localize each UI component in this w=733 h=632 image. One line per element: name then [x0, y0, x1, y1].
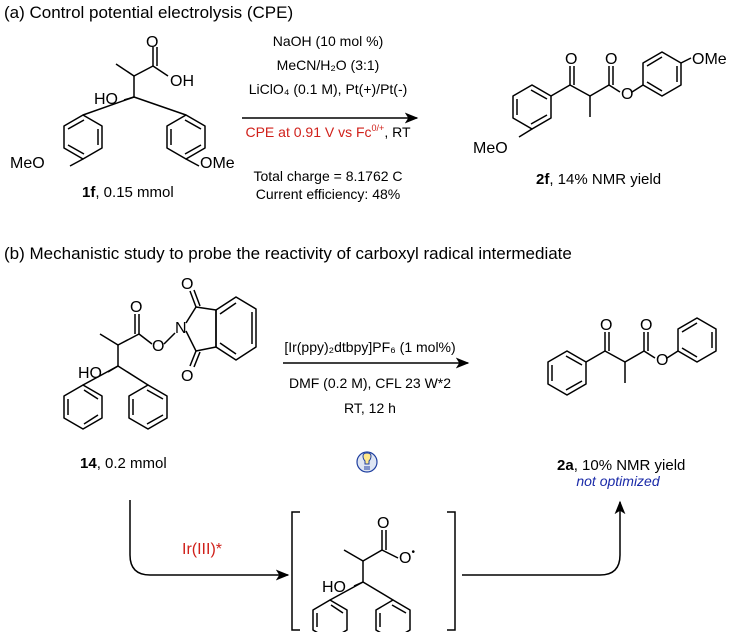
product-2a-label: 2a, 10% NMR yield: [557, 457, 685, 474]
condition-line-2: MeCN/H₂O (3:1): [277, 57, 380, 73]
reactant-14-structure: [63, 289, 257, 430]
atom-oh: OH: [170, 73, 194, 90]
radical-o: O•: [399, 547, 415, 567]
panel-b-heading: (b) Mechanistic study to probe the react…: [4, 244, 572, 263]
atom-o: O: [656, 352, 668, 369]
product-2a-structure: [547, 317, 717, 396]
atom-o: O: [377, 515, 389, 532]
atom-o: O: [130, 299, 142, 316]
condition-line-3: LiClO₄ (0.1 M), Pt(+)/Pt(-): [249, 81, 408, 97]
bracket-right: [447, 511, 456, 631]
atom-o: O: [181, 276, 193, 293]
light-bulb-icon: [356, 451, 378, 473]
atom-ome: OMe: [200, 155, 235, 172]
atom-meo: MeO: [10, 155, 45, 172]
condition-b-line-2: RT, 12 h: [344, 400, 396, 416]
condition-line-1: NaOH (10 mol %): [273, 33, 383, 49]
panel-a-heading: (a) Control potential electrolysis (CPE): [4, 3, 293, 22]
condition-b-line-1: DMF (0.2 M), CFL 23 W*2: [289, 375, 451, 391]
atom-o: O: [152, 338, 164, 355]
atom-ho: HO: [322, 579, 346, 596]
total-charge: Total charge = 8.1762 C: [253, 168, 402, 184]
product-2f-structure: [512, 51, 692, 138]
atom-o: O: [146, 34, 158, 51]
ir-excited-label: Ir(III)*: [182, 541, 222, 558]
atom-o: O: [605, 51, 617, 68]
condition-line-4: CPE at 0.91 V vs Fc0/+, RT: [245, 123, 410, 140]
pathway-arrow-in: [129, 500, 290, 581]
atom-ome: OMe: [692, 51, 727, 68]
catalyst-text: [Ir(ppy)₂dtbpy]PF₆ (1 mol%): [284, 339, 455, 355]
atom-o: O: [621, 86, 633, 103]
pathway-arrow-out: [462, 500, 626, 576]
bracket-left: [291, 511, 300, 631]
radical-intermediate-structure: [312, 530, 411, 632]
atom-o: O: [565, 51, 577, 68]
reactant-1f-structure: [63, 47, 206, 167]
atom-ho: HO: [94, 91, 118, 108]
atom-n: N: [175, 320, 187, 337]
atom-o: O: [181, 368, 193, 385]
atom-o: O: [600, 317, 612, 334]
not-optimized-note: not optimized: [576, 473, 660, 489]
reactant-1f-label: 1f, 0.15 mmol: [82, 184, 174, 201]
current-efficiency: Current efficiency: 48%: [256, 186, 400, 202]
atom-o: O: [640, 317, 652, 334]
atom-ho: HO: [78, 365, 102, 382]
reactant-14-label: 14, 0.2 mmol: [80, 455, 167, 472]
product-2f-label: 2f, 14% NMR yield: [536, 171, 661, 188]
atom-meo: MeO: [473, 140, 508, 157]
